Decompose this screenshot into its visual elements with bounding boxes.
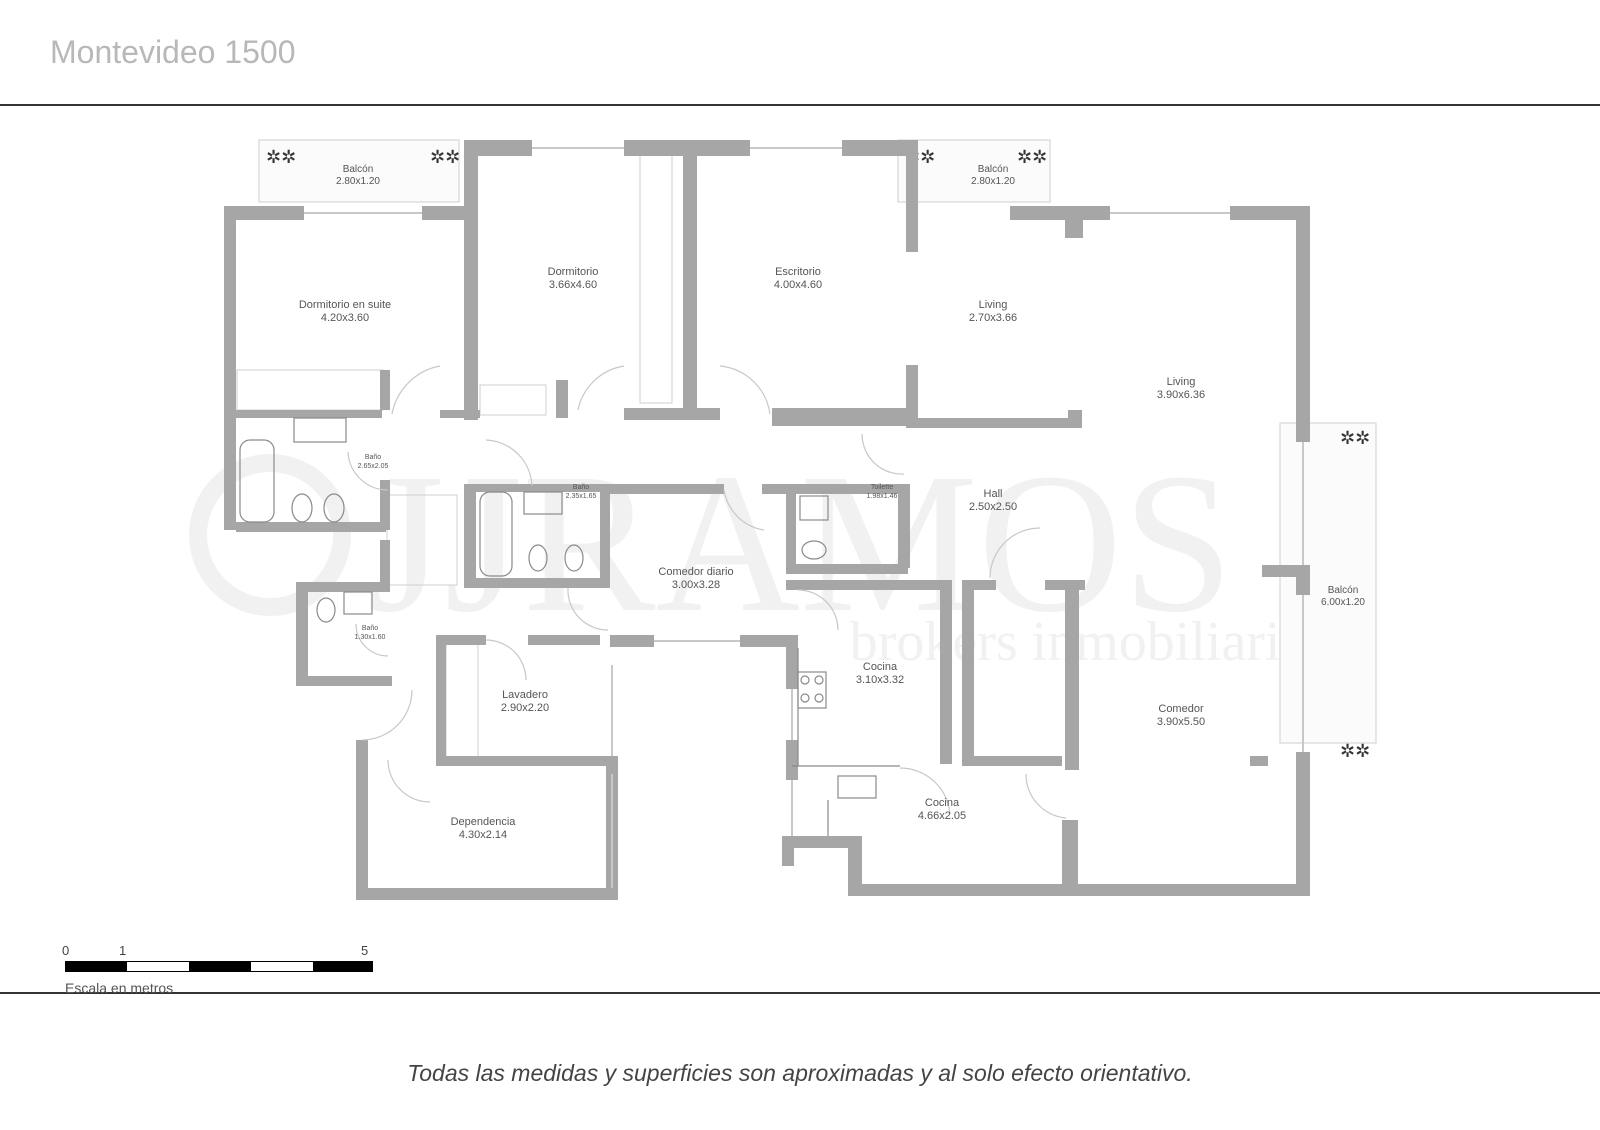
room-name-escritorio: Escritorio [775, 266, 821, 278]
room-name-dormitorio-suite: Dormitorio en suite [299, 299, 391, 311]
svg-text:✲✲: ✲✲ [1340, 428, 1370, 449]
room-size-cocina-2: 4.66x2.05 [918, 810, 966, 822]
walls [224, 140, 1310, 900]
door-swings [347, 365, 1067, 819]
room-name-dormitorio: Dormitorio [548, 266, 599, 278]
room-size-balcon-left: 2.80x1.20 [336, 176, 380, 187]
room-size-lavadero: 2.90x2.20 [501, 702, 549, 714]
room-name-bano-2: Baño [573, 484, 589, 491]
room-name-balcon-right: Balcón [1328, 585, 1359, 596]
room-size-balcon-mid: 2.80x1.20 [971, 176, 1015, 187]
scale-caption: Escala en metros [65, 980, 174, 996]
svg-text:✲✲: ✲✲ [1017, 147, 1047, 168]
balcony-plants: ✲✲✲✲ ✲✲✲✲ ✲✲✲✲ [266, 147, 1370, 762]
scale-segment [313, 961, 373, 972]
room-size-balcon-right: 6.00x1.20 [1321, 597, 1365, 608]
room-size-dormitorio: 3.66x4.60 [549, 279, 597, 291]
room-name-toilette: Toilette [871, 484, 893, 491]
room-name-cocina-1: Cocina [863, 661, 898, 673]
room-name-lavadero: Lavadero [502, 689, 548, 701]
page-title: Montevideo 1500 [50, 34, 296, 70]
watermark: JJRAMOS brokers inmobiliarios [189, 433, 1331, 673]
scale-segment [127, 961, 189, 972]
svg-text:✲✲: ✲✲ [266, 147, 296, 168]
room-size-toilette: 1.98x1.46 [867, 493, 898, 500]
svg-text:✲✲: ✲✲ [1340, 741, 1370, 762]
scale-segment [251, 961, 313, 972]
room-size-comedor-diario: 3.00x3.28 [672, 579, 720, 591]
watermark-tagline: brokers inmobiliarios [850, 611, 1331, 673]
scale-tick-5: 5 [361, 943, 369, 958]
room-name-bano-3: Baño [362, 625, 378, 632]
room-size-bano-2: 2.35x1.65 [566, 493, 597, 500]
scale-tick-0: 0 [62, 943, 70, 958]
room-size-bano-suite: 2.65x2.05 [358, 463, 389, 470]
footer-divider [0, 992, 1600, 994]
room-name-comedor: Comedor [1158, 703, 1204, 715]
scale-tick-1: 1 [119, 943, 127, 958]
room-labels: Balcón2.80x1.20Balcón2.80x1.20Balcón6.00… [299, 164, 1366, 841]
watermark-brand: JJRAMOS [367, 433, 1234, 654]
room-name-living-large: Living [1167, 376, 1196, 388]
room-name-comedor-diario: Comedor diario [658, 566, 733, 578]
fixtures [239, 417, 900, 836]
room-name-balcon-left: Balcón [343, 164, 374, 175]
room-size-dormitorio-suite: 4.20x3.60 [321, 312, 369, 324]
room-size-hall: 2.50x2.50 [969, 501, 1017, 513]
svg-text:✲✲: ✲✲ [430, 147, 460, 168]
room-name-bano-suite: Baño [365, 454, 381, 461]
scale-segment [65, 961, 127, 972]
room-name-balcon-mid: Balcón [978, 164, 1009, 175]
scale-segment [189, 961, 251, 972]
header-divider [0, 104, 1600, 106]
room-name-cocina-2: Cocina [925, 797, 960, 809]
room-size-living-large: 3.90x6.36 [1157, 389, 1205, 401]
room-name-dependencia: Dependencia [451, 816, 517, 828]
room-size-escritorio: 4.00x4.60 [774, 279, 822, 291]
disclaimer: Todas las medidas y superficies son apro… [407, 1060, 1193, 1086]
room-size-bano-3: 1.30x1.60 [355, 634, 386, 641]
room-size-cocina-1: 3.10x3.32 [856, 674, 904, 686]
room-name-hall: Hall [984, 488, 1003, 500]
room-size-comedor: 3.90x5.50 [1157, 716, 1205, 728]
room-size-living-small: 2.70x3.66 [969, 312, 1017, 324]
room-size-dependencia: 4.30x2.14 [459, 829, 507, 841]
windows [304, 147, 1304, 888]
room-name-living-small: Living [979, 299, 1008, 311]
